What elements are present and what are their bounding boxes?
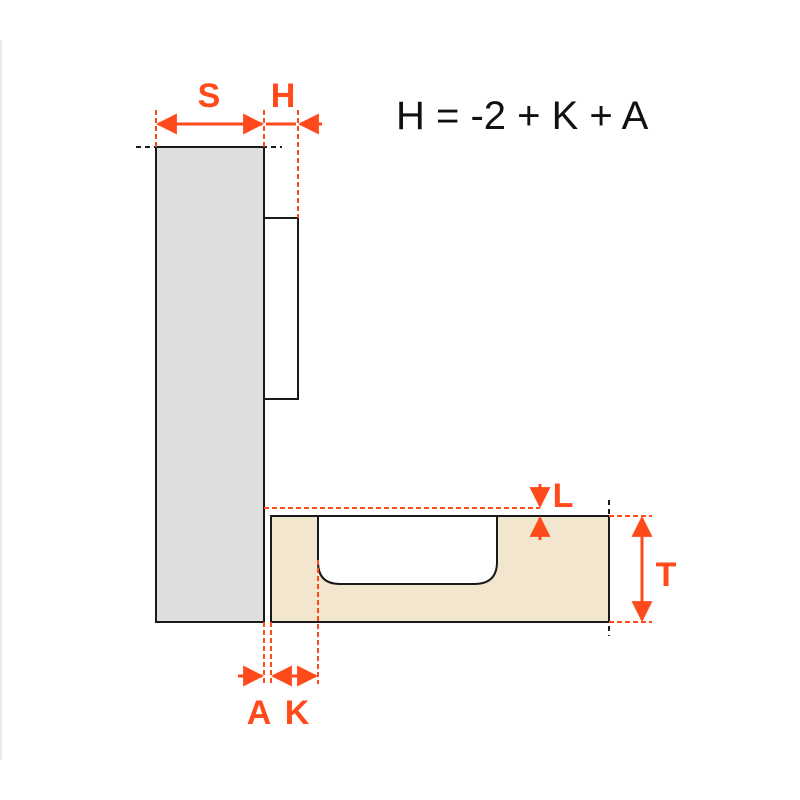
dimension-t xyxy=(609,515,653,623)
hinge-cup xyxy=(317,515,498,585)
dimension-h xyxy=(263,110,322,218)
label-k: K xyxy=(285,694,310,732)
label-a: A xyxy=(247,694,272,732)
side-panel xyxy=(155,146,265,623)
dimension-s xyxy=(155,110,265,147)
mounting-plate xyxy=(263,217,299,400)
dimension-l xyxy=(264,484,551,540)
label-s: S xyxy=(198,77,221,115)
formula: H = -2 + K + A xyxy=(396,94,649,138)
label-h: H xyxy=(271,77,296,115)
label-t: T xyxy=(656,556,677,594)
dimension-a-k xyxy=(238,560,319,687)
label-l: L xyxy=(553,477,574,515)
